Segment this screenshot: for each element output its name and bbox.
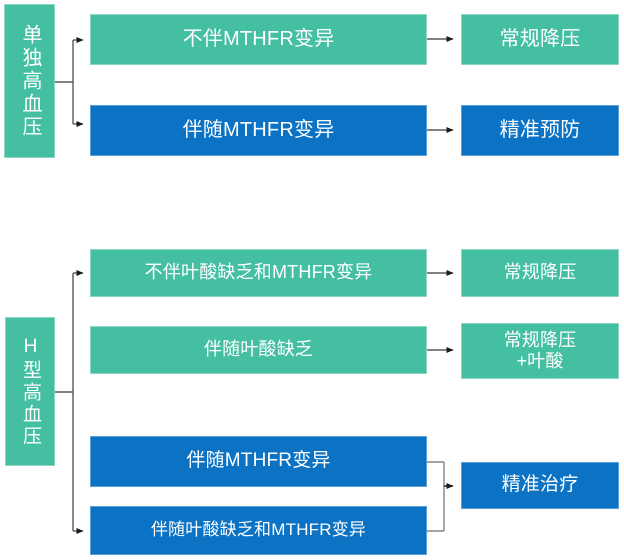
- connector-top-split: [55, 37, 84, 127]
- outcome-box-standard-plus-folate[interactable]: 常规降压 +叶酸: [461, 323, 619, 379]
- condition-box-folate-deficiency-and-mthfr[interactable]: 伴随叶酸缺乏和MTHFR变异: [90, 506, 427, 555]
- group-label-h-type-hypertension[interactable]: H型高血压: [5, 317, 55, 466]
- group-label-isolated-hypertension[interactable]: 单独高血压: [4, 4, 55, 158]
- connector-bottom-split: [55, 270, 84, 534]
- outcome-box-standard-antihypertensive-1[interactable]: 常规降压: [461, 14, 619, 65]
- condition-box-with-mthfr-variant-2[interactable]: 伴随MTHFR变异: [90, 436, 427, 487]
- condition-box-no-mthfr-variant[interactable]: 不伴MTHFR变异: [90, 14, 427, 65]
- outcome-box-precision-treatment[interactable]: 精准治疗: [461, 462, 619, 509]
- condition-box-folate-deficiency[interactable]: 伴随叶酸缺乏: [90, 326, 427, 374]
- outcome-box-precision-prevention[interactable]: 精准预防: [461, 105, 619, 156]
- condition-box-no-folate-deficiency-no-mthfr[interactable]: 不伴叶酸缺乏和MTHFR变异: [90, 249, 427, 297]
- outcome-box-standard-antihypertensive-2[interactable]: 常规降压: [461, 249, 619, 297]
- connector-bottom-merge: [427, 461, 454, 532]
- condition-box-with-mthfr-variant[interactable]: 伴随MTHFR变异: [90, 105, 427, 156]
